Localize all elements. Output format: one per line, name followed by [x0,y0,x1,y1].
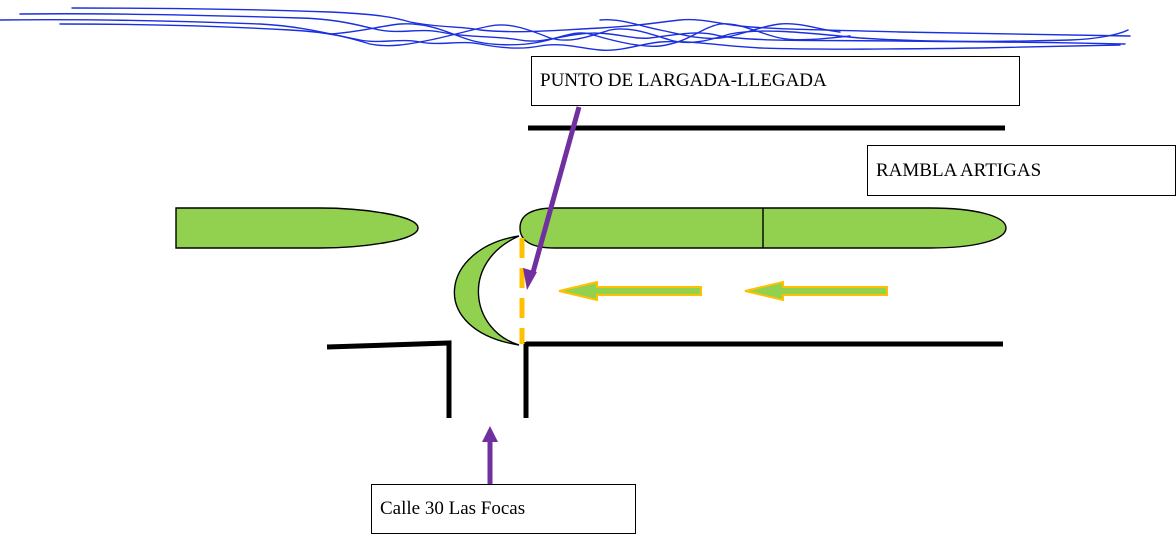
calle-text: Calle 30 Las Focas [380,498,526,519]
rambla-label: RAMBLA ARTIGAS [867,145,1176,196]
calle-west-edge [326,340,452,418]
direction-arrows [558,280,888,302]
coastline-scribble [0,7,1131,52]
medians [175,207,1007,346]
pointer-arrow-line [529,106,582,277]
calle-label: Calle 30 Las Focas [371,484,636,534]
pointer-arrows [482,106,582,484]
direction-arrow-left-icon [744,280,888,302]
pointer-arrow-head-icon [482,426,498,442]
rambla-text: RAMBLA ARTIGAS [876,159,1042,181]
median-west [175,207,419,249]
start-finish-text: PUNTO DE LARGADA-LLEGADA [540,70,827,91]
roundabout-crescent [453,235,520,346]
road-lines [326,125,1005,418]
pointer-arrow-head-icon [523,268,537,290]
start-finish-label: PUNTO DE LARGADA-LLEGADA [531,56,1020,106]
direction-arrow-left-icon [558,280,702,302]
